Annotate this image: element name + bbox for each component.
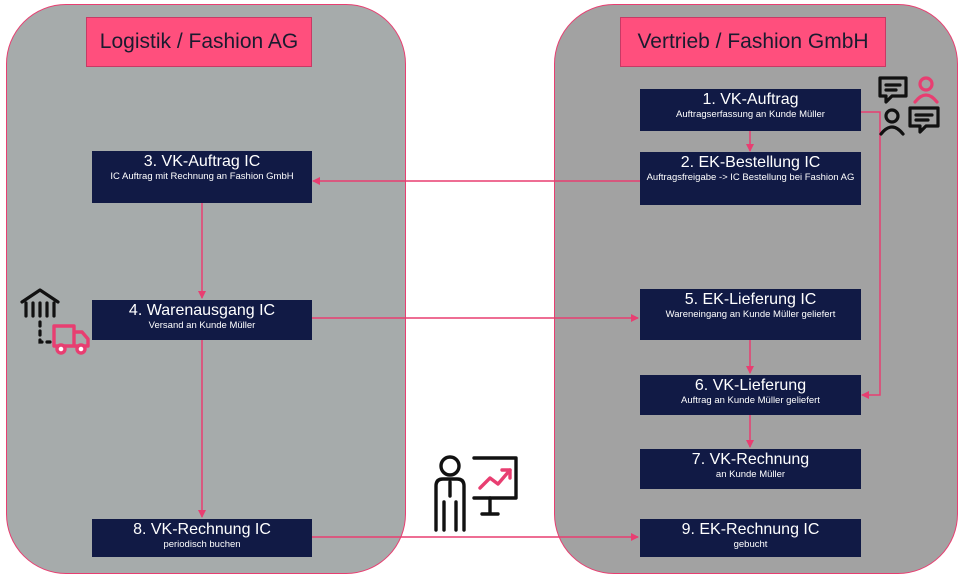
step-subtitle: Auftrag an Kunde Müller geliefert — [681, 394, 820, 406]
step-subtitle: periodisch buchen — [163, 538, 241, 550]
arrow-1-to-6 — [860, 111, 881, 399]
step-box-8: 8. VK-Rechnung IC periodisch buchen — [92, 519, 312, 557]
step-title: 4. Warenausgang IC — [128, 302, 276, 319]
step-box-6: 6. VK-Lieferung Auftrag an Kunde Müller … — [640, 375, 861, 415]
step-title: 6. VK-Lieferung — [694, 377, 807, 394]
step-subtitle: Versand an Kunde Müller — [148, 319, 256, 331]
step-title: 3. VK-Auftrag IC — [143, 153, 261, 170]
panel-title-logistik: Logistik / Fashion AG — [86, 17, 312, 67]
step-title: 1. VK-Auftrag — [702, 91, 799, 108]
warehouse-truck-icon — [20, 288, 90, 355]
chat-people-icon — [878, 76, 940, 136]
step-box-1: 1. VK-Auftrag Auftragserfassung an Kunde… — [640, 89, 861, 131]
step-title: 7. VK-Rechnung — [691, 451, 810, 468]
step-subtitle: Auftragsfreigabe -> IC Bestellung bei Fa… — [646, 171, 855, 183]
step-box-4: 4. Warenausgang IC Versand an Kunde Müll… — [92, 300, 312, 340]
step-subtitle: gebucht — [733, 538, 768, 550]
step-box-5: 5. EK-Lieferung IC Wareneingang an Kunde… — [640, 289, 861, 340]
step-subtitle: Auftragserfassung an Kunde Müller — [676, 108, 825, 120]
step-title: 8. VK-Rechnung IC — [133, 521, 271, 538]
step-box-7: 7. VK-Rechnung an Kunde Müller — [640, 449, 861, 489]
step-title: 9. EK-Rechnung IC — [681, 521, 820, 538]
step-subtitle: an Kunde Müller — [715, 468, 786, 480]
step-subtitle: IC Auftrag mit Rechnung an Fashion GmbH — [110, 170, 294, 182]
step-subtitle: Wareneingang an Kunde Müller geliefert — [665, 308, 836, 320]
step-title: 5. EK-Lieferung IC — [684, 291, 817, 308]
step-box-9: 9. EK-Rechnung IC gebucht — [640, 519, 861, 557]
step-title: 2. EK-Bestellung IC — [680, 154, 821, 171]
panel-title-vertrieb: Vertrieb / Fashion GmbH — [620, 17, 886, 67]
panel-logistik — [6, 4, 406, 574]
step-box-3: 3. VK-Auftrag IC IC Auftrag mit Rechnung… — [92, 151, 312, 203]
presenter-chart-icon — [434, 455, 518, 532]
step-box-2: 2. EK-Bestellung IC Auftragsfreigabe -> … — [640, 152, 861, 205]
